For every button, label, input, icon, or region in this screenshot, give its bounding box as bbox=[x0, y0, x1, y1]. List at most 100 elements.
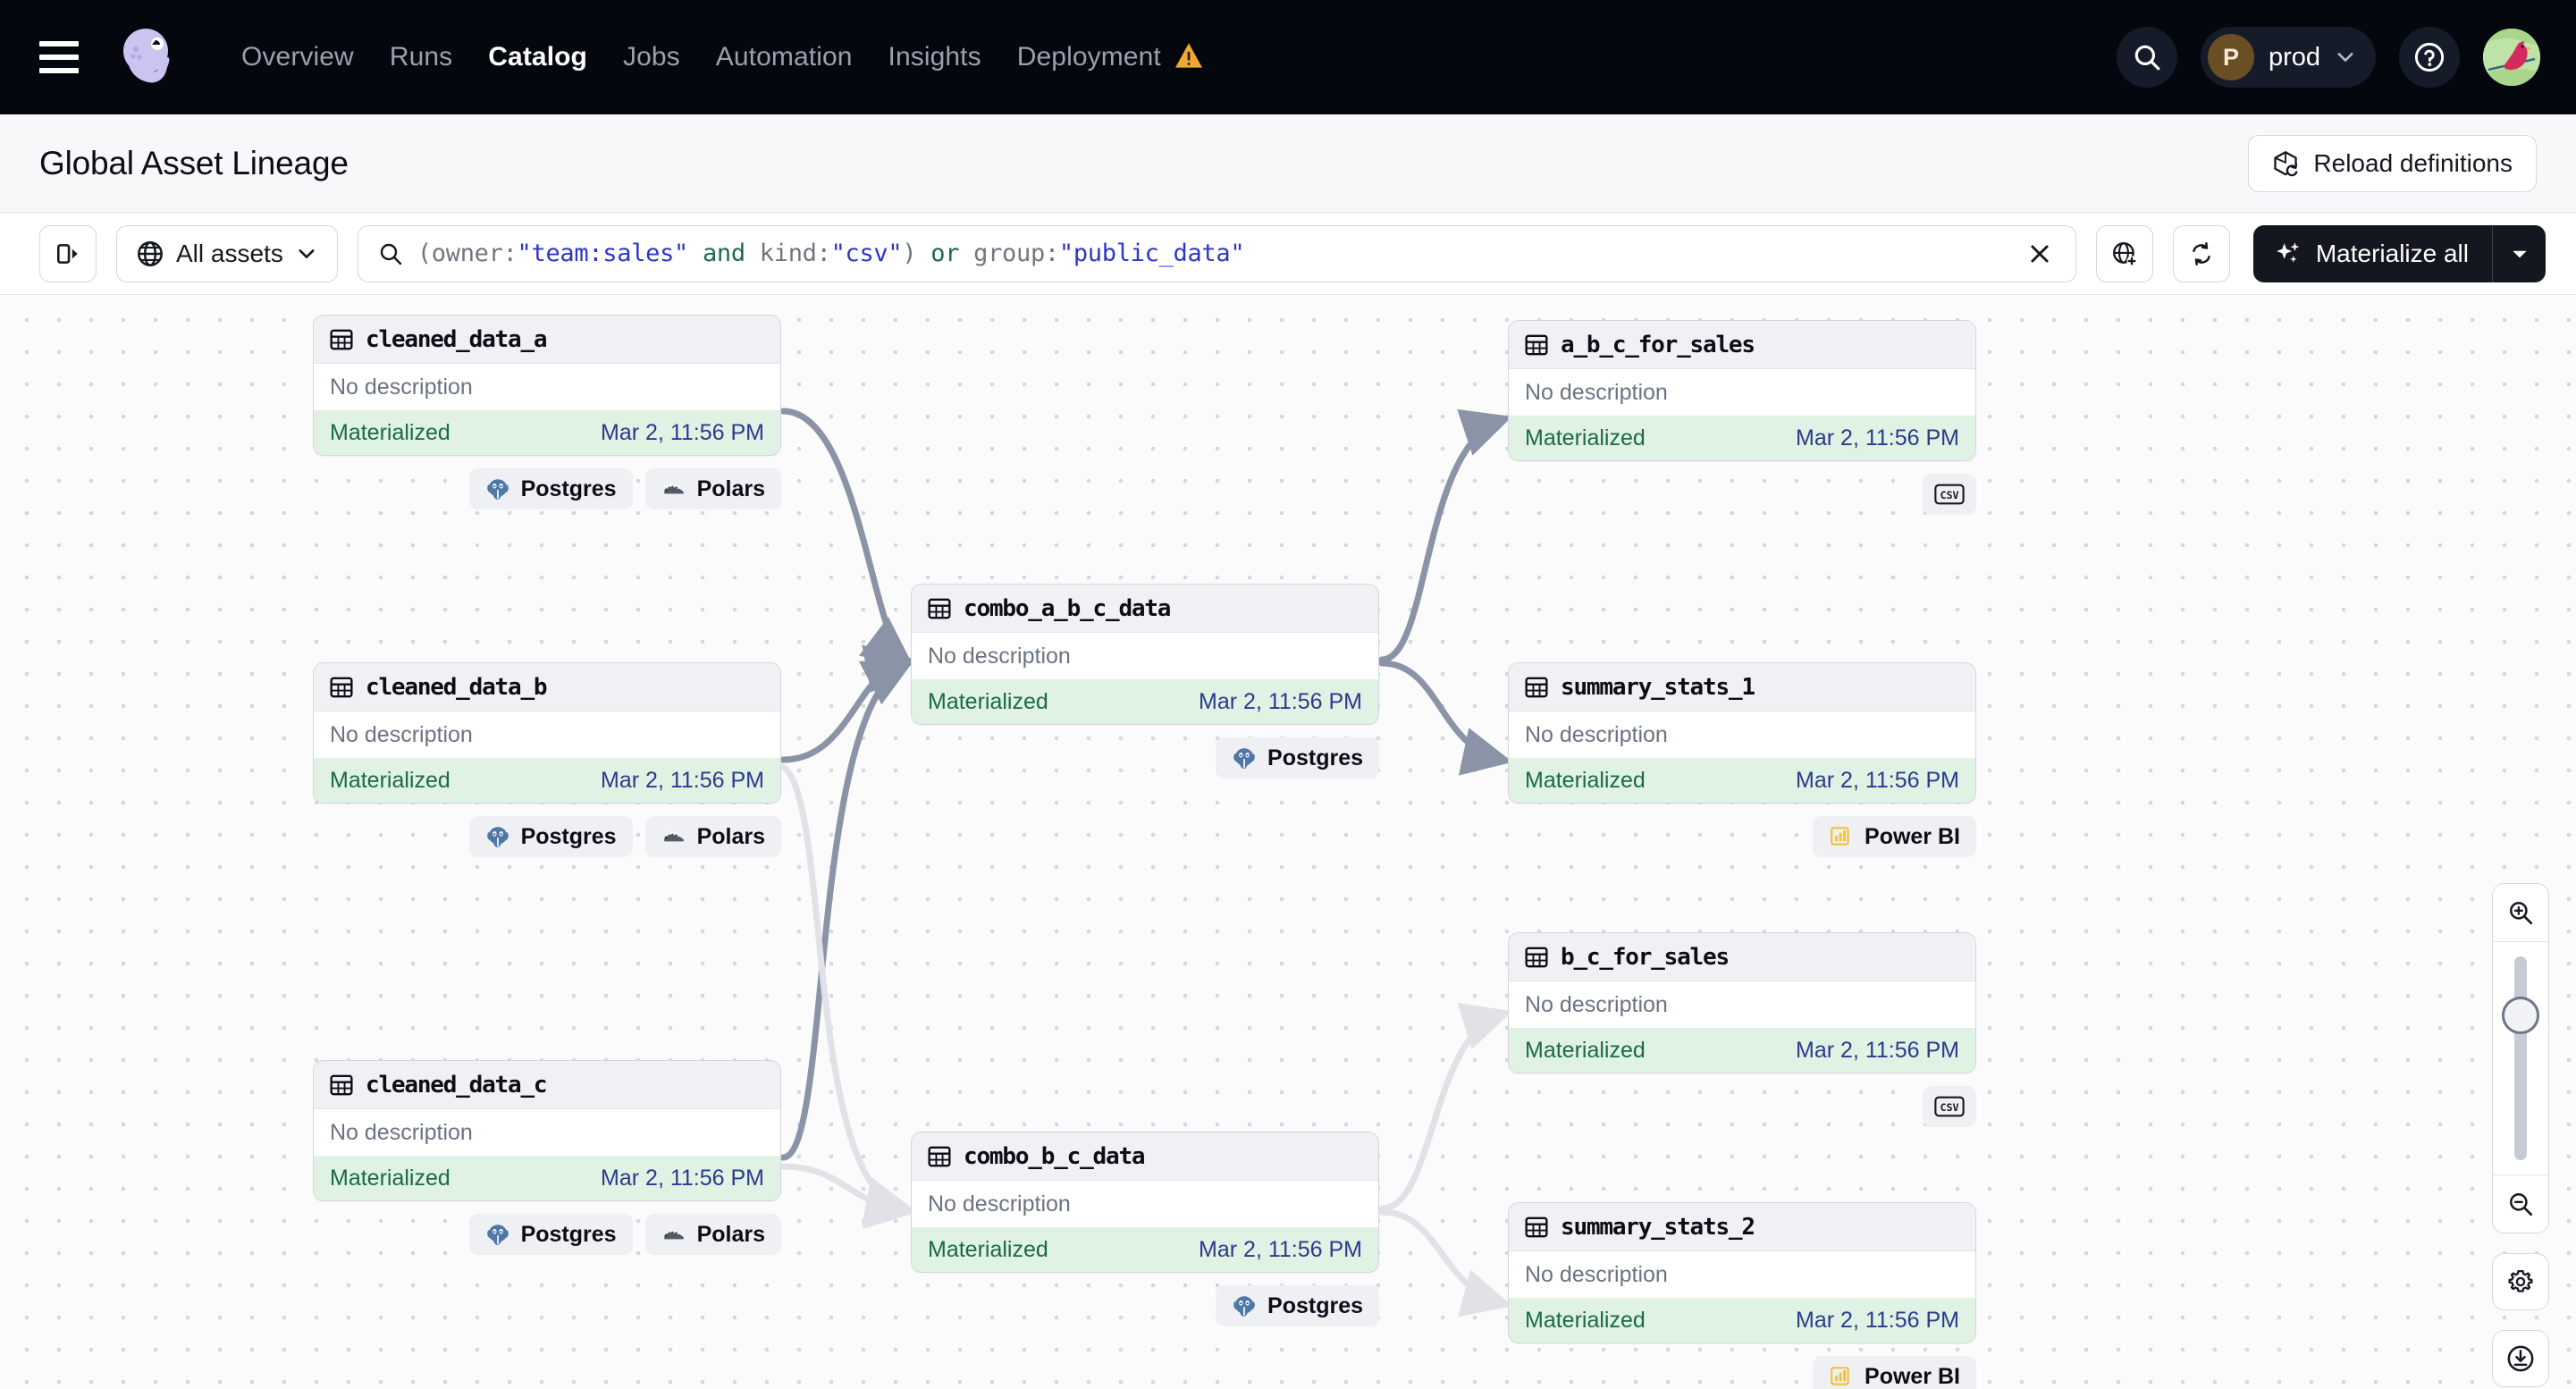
status-badge: Materialized bbox=[330, 767, 450, 793]
polars-icon bbox=[661, 476, 686, 501]
asset-kind-tags-summary_stats_1: Power BI bbox=[1508, 816, 1976, 857]
status-badge: Materialized bbox=[928, 688, 1048, 714]
lineage-edges bbox=[779, 408, 1513, 1317]
graph-settings-button[interactable] bbox=[2492, 1253, 2549, 1310]
asset-node-title: combo_b_c_data bbox=[964, 1142, 1146, 1170]
asset-node-status: Materialized Mar 2, 11:56 PM bbox=[1509, 758, 1975, 803]
polars-icon bbox=[661, 824, 686, 849]
sparkle-icon bbox=[2276, 241, 2300, 263]
kind-tag-postgres[interactable]: Postgres bbox=[468, 468, 633, 509]
asset-node-combo_a_b_c_data[interactable]: combo_a_b_c_data No description Material… bbox=[911, 584, 1379, 725]
asset-node-cleaned_data_c[interactable]: cleaned_data_c No description Materializ… bbox=[313, 1060, 781, 1201]
page-title: Global Asset Lineage bbox=[39, 144, 349, 181]
zoom-in-icon bbox=[2510, 902, 2533, 925]
asset-node-status: Materialized Mar 2, 11:56 PM bbox=[912, 1227, 1378, 1272]
graph-zoom-controls bbox=[2492, 883, 2549, 1387]
search-query-value[interactable]: (owner:"team:sales" and kind:"csv") or g… bbox=[417, 240, 2006, 267]
nav-link-insights[interactable]: Insights bbox=[871, 33, 999, 81]
dagster-logo[interactable] bbox=[116, 24, 182, 90]
asset-scope-dropdown[interactable]: All assets bbox=[116, 224, 338, 282]
kind-tag-polars[interactable]: Polars bbox=[644, 816, 781, 857]
reload-definitions-button[interactable]: Reload definitions bbox=[2248, 134, 2537, 192]
kind-tag-postgres[interactable]: Postgres bbox=[1216, 737, 1379, 779]
nav-label: Overview bbox=[241, 42, 354, 72]
asset-node-description: No description bbox=[1525, 991, 1668, 1017]
table-icon bbox=[330, 1074, 353, 1095]
asset-node-summary_stats_2[interactable]: summary_stats_2 No description Materiali… bbox=[1508, 1202, 1976, 1343]
user-avatar[interactable] bbox=[2483, 29, 2540, 86]
asset-search-field[interactable]: (owner:"team:sales" and kind:"csv") or g… bbox=[357, 224, 2076, 282]
status-timestamp: Mar 2, 11:56 PM bbox=[601, 767, 764, 793]
kind-tag-label: Polars bbox=[696, 823, 765, 849]
lineage-graph-canvas[interactable]: cleaned_data_a No description Materializ… bbox=[0, 295, 2576, 1389]
download-graph-button[interactable] bbox=[2492, 1330, 2549, 1387]
kind-tag-postgres[interactable]: Postgres bbox=[468, 816, 633, 857]
sidebar-toggle-button[interactable] bbox=[39, 224, 97, 282]
kind-tag-power-bi[interactable]: Power BI bbox=[1813, 1356, 1976, 1389]
clear-search-icon[interactable] bbox=[2020, 234, 2059, 274]
nav-link-overview[interactable]: Overview bbox=[223, 33, 372, 81]
nav-link-automation[interactable]: Automation bbox=[698, 33, 871, 81]
zoom-slider-box bbox=[2492, 883, 2549, 1233]
asset-node-combo_b_c_data[interactable]: combo_b_c_data No description Materializ… bbox=[911, 1132, 1379, 1273]
asset-node-a_b_c_for_sales[interactable]: a_b_c_for_sales No description Materiali… bbox=[1508, 320, 1976, 461]
status-timestamp: Mar 2, 11:56 PM bbox=[1796, 1037, 1959, 1063]
zoom-out-button[interactable] bbox=[2492, 1175, 2549, 1233]
asset-node-cleaned_data_a[interactable]: cleaned_data_a No description Materializ… bbox=[313, 315, 781, 456]
kind-tag-label: Polars bbox=[696, 1221, 765, 1247]
refresh-icon bbox=[2193, 241, 2210, 265]
reload-definitions-label: Reload definitions bbox=[2313, 148, 2513, 177]
nav-label: Automation bbox=[715, 42, 853, 72]
status-timestamp: Mar 2, 11:56 PM bbox=[601, 419, 764, 445]
kind-tag-csv[interactable]: CSV bbox=[1923, 1086, 1976, 1127]
kind-tag-postgres[interactable]: Postgres bbox=[468, 1214, 633, 1255]
kind-tag-power-bi[interactable]: Power BI bbox=[1813, 816, 1976, 857]
kind-tag-polars[interactable]: Polars bbox=[644, 468, 781, 509]
materialize-all-group[interactable]: Materialize all bbox=[2252, 224, 2546, 282]
materialize-options-caret[interactable] bbox=[2492, 224, 2546, 282]
table-icon bbox=[330, 329, 353, 349]
deployment-switcher[interactable]: P prod bbox=[2200, 27, 2376, 88]
kind-tag-postgres[interactable]: Postgres bbox=[1216, 1285, 1379, 1326]
materialize-all-label: Materialize all bbox=[2315, 239, 2469, 267]
add-global-filter-button[interactable] bbox=[2095, 224, 2153, 282]
kind-tag-polars[interactable]: Polars bbox=[644, 1214, 781, 1255]
asset-node-title: cleaned_data_a bbox=[366, 325, 548, 353]
zoom-slider-track bbox=[2514, 956, 2527, 1160]
materialize-all-button[interactable]: Materialize all bbox=[2253, 225, 2492, 282]
hamburger-menu-icon[interactable] bbox=[39, 41, 79, 73]
zoom-slider[interactable] bbox=[2492, 941, 2549, 1175]
asset-node-description: No description bbox=[928, 643, 1071, 669]
primary-nav-links: Overview Runs Catalog Jobs Automation In… bbox=[223, 33, 1222, 81]
asset-node-b_c_for_sales[interactable]: b_c_for_sales No description Materialize… bbox=[1508, 932, 1976, 1073]
refresh-button[interactable] bbox=[2172, 224, 2230, 282]
zoom-slider-handle[interactable] bbox=[2502, 997, 2539, 1034]
zoom-in-button[interactable] bbox=[2492, 884, 2549, 941]
asset-node-header: b_c_for_sales bbox=[1509, 933, 1975, 981]
table-icon bbox=[1525, 334, 1548, 355]
asset-kind-tags-summary_stats_2: Power BI bbox=[1508, 1356, 1976, 1389]
powerbi-icon bbox=[1829, 824, 1854, 849]
global-search-icon[interactable] bbox=[2116, 27, 2177, 88]
asset-node-summary_stats_1[interactable]: summary_stats_1 No description Materiali… bbox=[1508, 662, 1976, 804]
top-navigation-bar: Overview Runs Catalog Jobs Automation In… bbox=[0, 0, 2576, 114]
caret-down-icon bbox=[2512, 250, 2527, 257]
help-icon[interactable] bbox=[2399, 27, 2460, 88]
kind-tag-csv[interactable]: CSV bbox=[1923, 474, 1976, 515]
page-header: Global Asset Lineage Reload definitions bbox=[0, 114, 2576, 213]
nav-link-deployment[interactable]: Deployment bbox=[999, 33, 1223, 81]
deployment-name: prod bbox=[2268, 42, 2320, 72]
nav-link-runs[interactable]: Runs bbox=[372, 33, 470, 81]
svg-text:CSV: CSV bbox=[1940, 489, 1958, 501]
download-icon bbox=[2507, 1345, 2534, 1372]
asset-kind-tags-combo_a_b_c_data: Postgres bbox=[911, 737, 1379, 779]
nav-link-jobs[interactable]: Jobs bbox=[605, 33, 698, 81]
polars-icon bbox=[661, 1222, 686, 1247]
asset-node-cleaned_data_b[interactable]: cleaned_data_b No description Materializ… bbox=[313, 662, 781, 804]
kind-tag-label: Polars bbox=[696, 476, 765, 501]
asset-kind-tags-cleaned_data_b: Postgres Polars bbox=[313, 816, 781, 857]
globe-plus-icon bbox=[2112, 241, 2137, 266]
nav-link-catalog[interactable]: Catalog bbox=[470, 33, 605, 81]
status-badge: Materialized bbox=[1525, 1307, 1646, 1333]
postgres-icon bbox=[1232, 745, 1257, 770]
